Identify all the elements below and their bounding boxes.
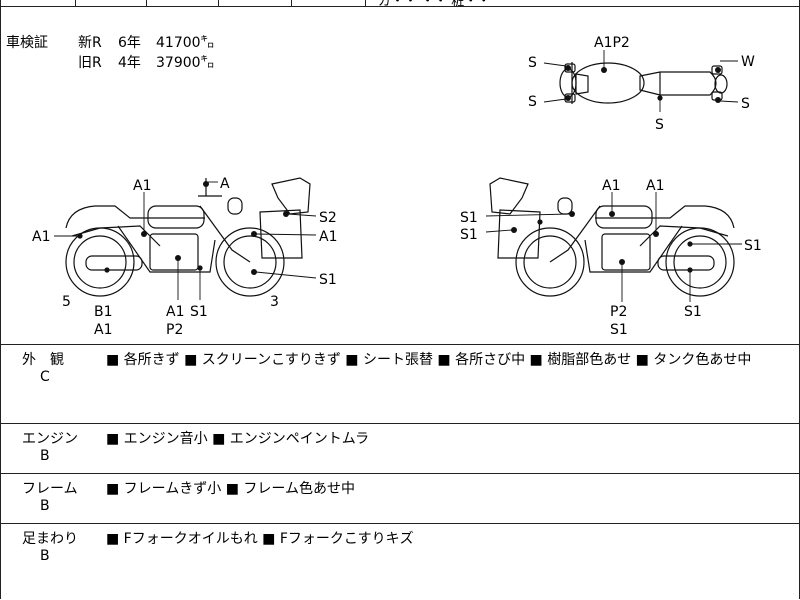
label-left-s1: S1 — [319, 272, 337, 288]
label-left-a: A — [220, 176, 230, 192]
condition-category: 外 観 — [22, 352, 64, 368]
condition-row-exterior: 外 観 C ■ 各所きず ■ スクリーンこすりきず ■ シート張替 ■ 各所さび… — [0, 344, 800, 424]
label-left-a1: A1 — [94, 322, 112, 338]
condition-category: 足まわり — [22, 531, 78, 547]
top-table-fragment: ガ・・ ・・ 粧・・ — [0, 0, 800, 9]
condition-notes: ■ フレームきず小 ■ フレーム色あせ中 — [106, 481, 355, 497]
label-top-s: S — [655, 117, 664, 133]
inspection-type: 旧R — [78, 55, 102, 71]
label-left-5: 5 — [62, 294, 71, 310]
label-left-p2: P2 — [166, 322, 183, 338]
label-left-a1: A1 — [166, 304, 184, 320]
condition-row-suspension: 足まわり B ■ Fフォークオイルもれ ■ Fフォークこすりキズ — [0, 523, 800, 600]
condition-notes: ■ 各所きず ■ スクリーンこすりきず ■ シート張替 ■ 各所さび中 ■ 樹脂… — [106, 352, 752, 368]
damage-diagram: A1P2 S S S W S A1 A A1 S2 A1 S1 5 3 B1 A… — [32, 35, 762, 338]
left-side-motorcycle — [65, 177, 311, 297]
inspection-type: 新R — [78, 35, 102, 51]
condition-row-frame: フレーム B ■ フレームきず小 ■ フレーム色あせ中 — [0, 473, 800, 524]
inspection-years: 6年 — [118, 35, 141, 51]
condition-category: エンジン — [22, 431, 78, 447]
label-left-s1: S1 — [190, 304, 208, 320]
label-top-s: S — [528, 55, 537, 71]
inspection-km: 37900㌔ — [156, 55, 215, 71]
condition-grade: C — [40, 369, 50, 385]
label-top-s: S — [528, 94, 537, 110]
label-left-s2: S2 — [319, 210, 337, 226]
inspection-row-old: 旧R 4年 37900㌔ — [78, 53, 215, 73]
label-left-b1: B1 — [94, 304, 113, 320]
label-right-s1: S1 — [460, 210, 478, 226]
label-right-a1: A1 — [646, 178, 664, 194]
label-right-p2: P2 — [610, 304, 627, 320]
condition-notes: ■ エンジン音小 ■ エンジンペイントムラ — [106, 431, 370, 447]
top-view-motorcycle — [559, 62, 728, 104]
condition-grade: B — [40, 448, 50, 464]
label-top-a1p2: A1P2 — [594, 35, 630, 51]
inspection-label: 車検証 — [6, 35, 48, 51]
inspection-row-new: 新R 6年 41700㌔ — [78, 33, 215, 53]
label-left-a1: A1 — [32, 229, 50, 245]
condition-grade: B — [40, 498, 50, 514]
label-right-s1: S1 — [460, 227, 478, 243]
condition-grade: B — [40, 548, 50, 564]
label-left-3: 3 — [270, 294, 279, 310]
top-fragment-text: ガ・・ ・・ 粧・・ — [378, 0, 491, 9]
label-right-s1: S1 — [744, 238, 762, 254]
label-right-a1: A1 — [602, 178, 620, 194]
label-top-s: S — [741, 96, 750, 112]
condition-category: フレーム — [22, 481, 78, 497]
condition-notes: ■ Fフォークオイルもれ ■ Fフォークこすりキズ — [106, 531, 414, 547]
label-right-s1: S1 — [684, 304, 702, 320]
label-left-a1: A1 — [319, 229, 337, 245]
inspection-years: 4年 — [118, 55, 141, 71]
label-right-s1: S1 — [610, 322, 628, 338]
label-top-w: W — [741, 54, 755, 70]
label-left-a1: A1 — [133, 178, 151, 194]
inspection-km: 41700㌔ — [156, 35, 215, 51]
condition-row-engine: エンジン B ■ エンジン音小 ■ エンジンペイントムラ — [0, 423, 800, 474]
right-side-motorcycle — [489, 177, 735, 297]
